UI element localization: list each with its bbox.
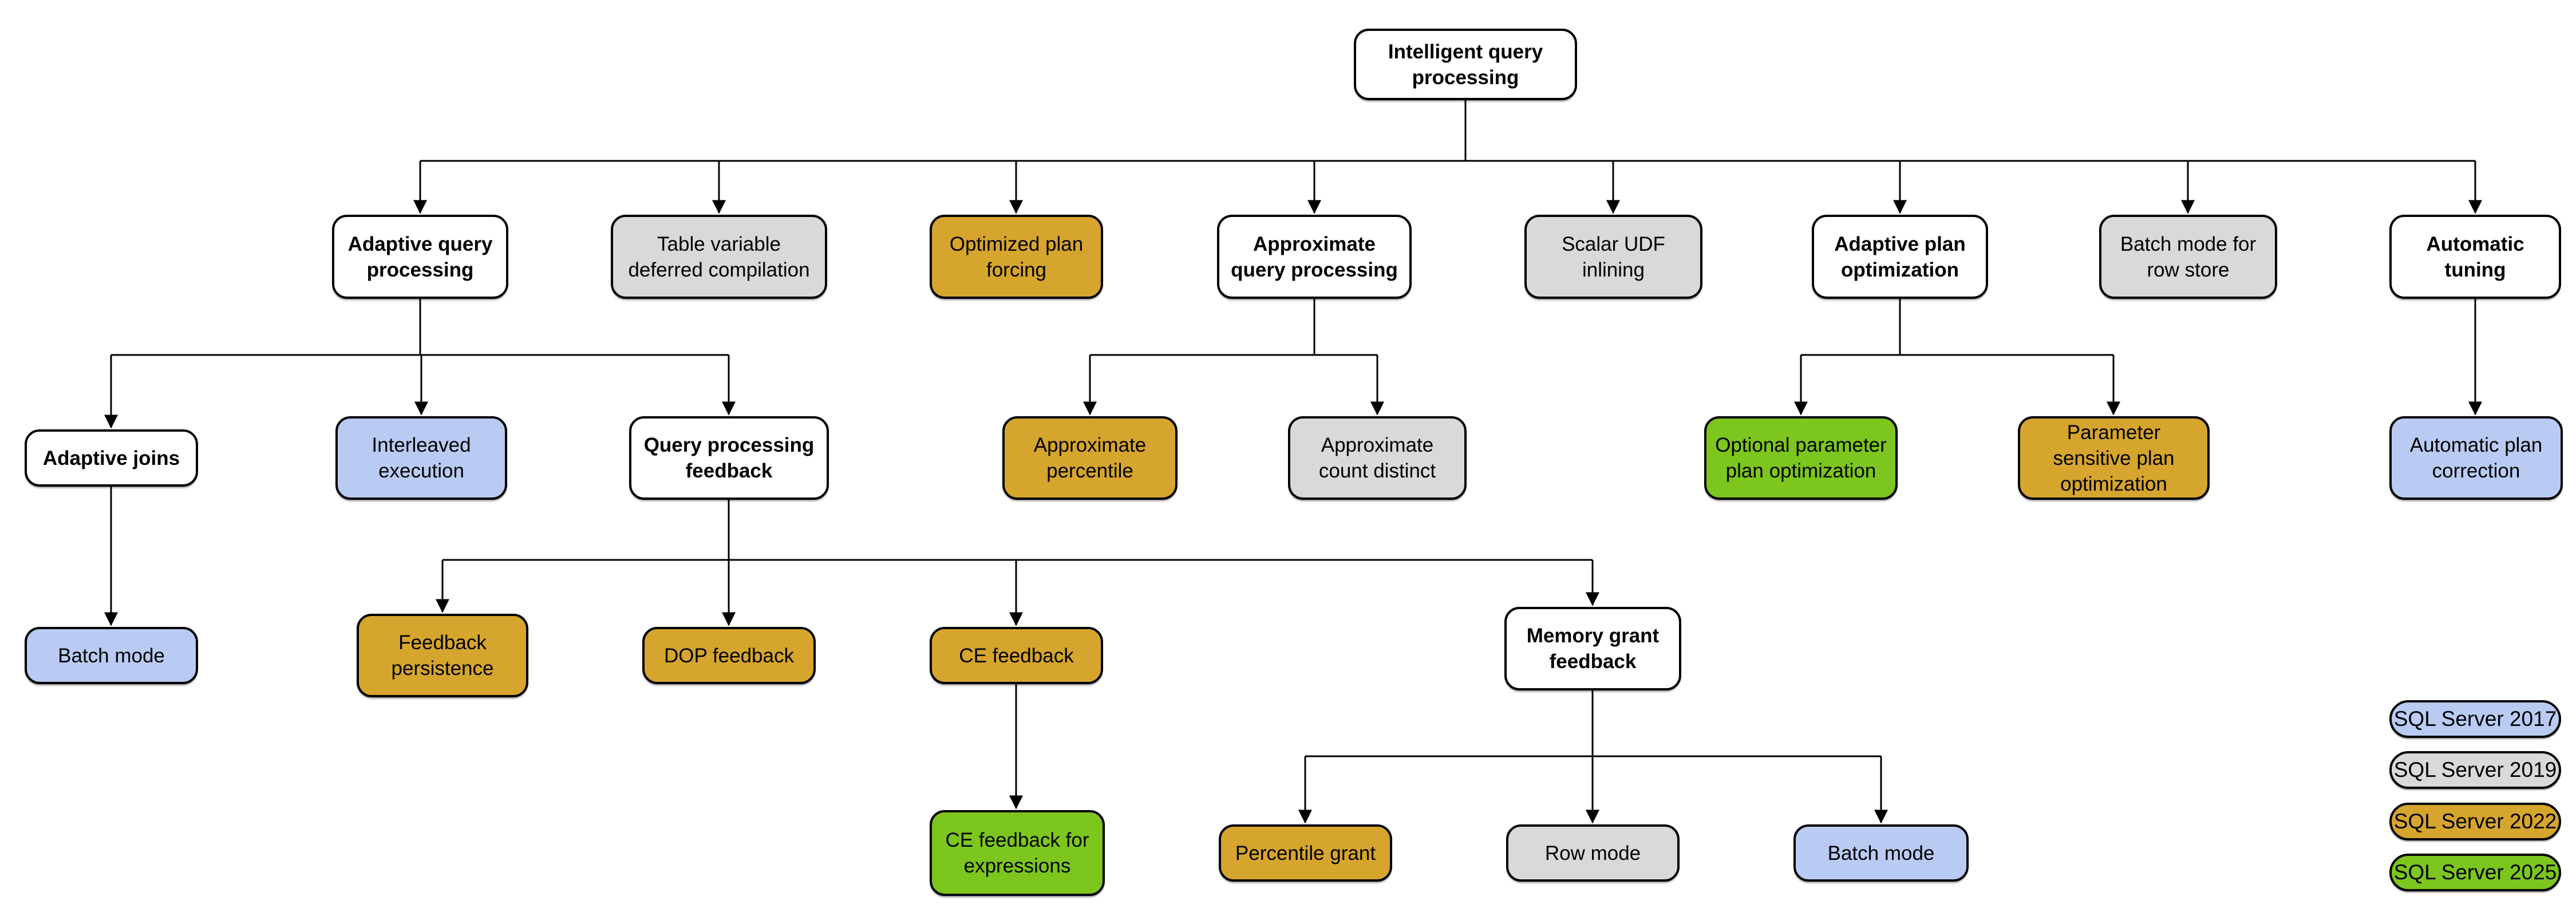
node-memory-grant-feedback: Memory grant feedback (1504, 607, 1681, 690)
node-adaptive-joins: Adaptive joins (25, 429, 198, 487)
legend-label: SQL Server 2025 (2393, 860, 2557, 884)
node-label: Approximate query processing (1231, 232, 1398, 281)
node-label: Query processing feedback (643, 434, 815, 482)
node-label: DOP feedback (664, 644, 794, 667)
node-label: Memory grant feedback (1526, 625, 1660, 673)
node-label: Batch mode for row store (2120, 232, 2257, 281)
node-label: Adaptive query processing (347, 232, 493, 281)
node-label: Automatic plan correction (2409, 434, 2543, 482)
node-approximate-count-distinct: Approximate count distinct (1288, 416, 1467, 500)
node-scalar-udf-inlining: Scalar UDF inlining (1524, 215, 1702, 299)
node-approximate-query-processing: Approximate query processing (1217, 215, 1412, 299)
node-dop-feedback: DOP feedback (642, 627, 816, 684)
node-ce-feedback: CE feedback (930, 627, 1103, 684)
node-batch-mode-memory-grant: Batch mode (1793, 824, 1969, 882)
node-label: Table variable deferred compilation (628, 232, 810, 281)
node-automatic-plan-correction: Automatic plan correction (2389, 416, 2563, 500)
node-label: Optional parameter plan optimization (1715, 434, 1887, 482)
node-parameter-sensitive-plan-optimization: Parameter sensitive plan optimization (2018, 416, 2210, 500)
node-batch-mode-for-row-store: Batch mode for row store (2099, 215, 2277, 299)
legend-label: SQL Server 2019 (2393, 758, 2557, 781)
node-label: Batch mode (1827, 842, 1935, 864)
node-label: Parameter sensitive plan optimization (2053, 421, 2175, 495)
node-query-processing-feedback: Query processing feedback (629, 416, 829, 500)
legend-label: SQL Server 2017 (2393, 707, 2557, 731)
node-label: Batch mode (58, 644, 165, 667)
node-interleaved-execution: Interleaved execution (335, 416, 507, 500)
node-label: Optimized plan forcing (949, 232, 1084, 281)
node-label: Approximate count distinct (1318, 434, 1436, 482)
legend-sql-server-2019: SQL Server 2019 (2389, 751, 2561, 789)
node-label: CE feedback for expressions (945, 829, 1089, 877)
node-optimized-plan-forcing: Optimized plan forcing (930, 215, 1103, 299)
node-optional-parameter-plan-optimization: Optional parameter plan optimization (1704, 416, 1898, 500)
node-row-mode: Row mode (1506, 824, 1680, 882)
node-label: Adaptive joins (42, 447, 180, 469)
node-label: Row mode (1544, 842, 1641, 864)
node-label: CE feedback (959, 644, 1074, 667)
node-intelligent-query-processing: Intelligent query processing (1354, 29, 1577, 100)
node-feedback-persistence: Feedback persistence (357, 614, 528, 697)
node-label: Adaptive plan optimization (1834, 232, 1966, 281)
node-adaptive-query-processing: Adaptive query processing (332, 215, 508, 299)
legend-sql-server-2017: SQL Server 2017 (2389, 700, 2561, 738)
legend-sql-server-2022: SQL Server 2022 (2389, 803, 2561, 840)
node-label: Scalar UDF inlining (1562, 232, 1665, 281)
node-label: Approximate percentile (1033, 434, 1147, 482)
node-label: Intelligent query processing (1388, 40, 1543, 89)
node-percentile-grant: Percentile grant (1219, 824, 1392, 882)
node-table-variable-deferred-compilation: Table variable deferred compilation (611, 215, 827, 299)
legend-label: SQL Server 2022 (2393, 810, 2557, 833)
node-automatic-tuning: Automatic tuning (2389, 215, 2561, 299)
node-label: Percentile grant (1235, 842, 1376, 864)
legend-sql-server-2025: SQL Server 2025 (2389, 854, 2561, 891)
node-approximate-percentile: Approximate percentile (1002, 416, 1178, 500)
node-batch-mode-adaptive-joins: Batch mode (25, 627, 198, 684)
node-ce-feedback-for-expressions: CE feedback for expressions (930, 810, 1105, 896)
node-label: Automatic tuning (2426, 232, 2524, 281)
node-adaptive-plan-optimization: Adaptive plan optimization (1812, 215, 1988, 299)
node-label: Feedback persistence (391, 631, 494, 680)
node-label: Interleaved execution (372, 434, 471, 482)
